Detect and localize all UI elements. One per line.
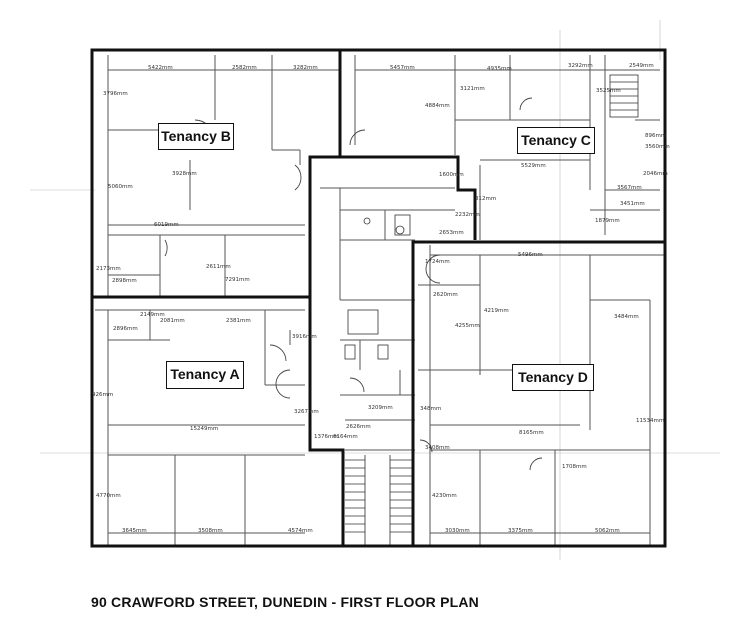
dim-label: 1708mm (562, 464, 587, 470)
dim-label: 926mm (92, 392, 113, 398)
dim-label: 5457mm (390, 65, 415, 71)
dim-label: 15249mm (190, 426, 218, 432)
dim-label: 2626mm (346, 424, 371, 430)
dim-label: 2620mm (433, 292, 458, 298)
dim-label: 6019mm (154, 222, 179, 228)
dim-label: 3209mm (368, 405, 393, 411)
dim-label: 2896mm (113, 326, 138, 332)
dim-label: 3525mm (596, 88, 621, 94)
dim-label: 2381mm (226, 318, 251, 324)
dim-label: 348mm (420, 406, 441, 412)
dim-label: 2582mm (232, 65, 257, 71)
exterior-and-tenancy-walls (90, 48, 667, 548)
dim-label: 2081mm (160, 318, 185, 324)
dim-label: 4884mm (425, 103, 450, 109)
dim-label: 1376mm (314, 434, 339, 440)
dim-label: 3916mm (292, 334, 317, 340)
dim-label: 4255mm (455, 323, 480, 329)
dim-label: 2611mm (206, 264, 231, 270)
dim-label: 3796mm (103, 91, 128, 97)
dim-label: 2898mm (112, 278, 137, 284)
dim-label: 5529mm (521, 163, 546, 169)
dim-label: 4230mm (432, 493, 457, 499)
dim-label: 1600mm (439, 172, 464, 178)
dimension-labels: 5422mm 2582mm 3282mm 3796mm 3928mm 5060m… (92, 63, 670, 534)
dim-label: 312mm (475, 196, 496, 202)
dim-label: 5496mm (518, 252, 543, 258)
dim-label: 2549mm (629, 63, 654, 69)
dim-label: 3121mm (460, 86, 485, 92)
stair-treads (345, 74, 639, 533)
dim-label: 2046mm (643, 171, 668, 177)
dim-label: 3030mm (445, 528, 470, 534)
dim-label: 2149mm (140, 312, 165, 318)
dim-label: 3375mm (508, 528, 533, 534)
dim-label: 4770mm (96, 493, 121, 499)
dim-label: 3560mm (645, 144, 670, 150)
dim-label: 1724mm (425, 259, 450, 265)
dim-label: 3645mm (122, 528, 147, 534)
dim-label: 6164mm (333, 434, 358, 440)
dim-label: 2173mm (96, 266, 121, 272)
dim-label: 3267mm (294, 409, 319, 415)
tenancy-a-label: Tenancy A (166, 361, 244, 389)
dim-label: 2653mm (439, 230, 464, 236)
dim-label: 896mm (645, 133, 666, 139)
dim-label: 4935mm (487, 66, 512, 72)
dim-label: 3928mm (172, 171, 197, 177)
tenancy-d-label: Tenancy D (512, 364, 594, 391)
interior-partitions (95, 55, 665, 545)
door-swings (164, 97, 543, 471)
dim-label: 5062mm (595, 528, 620, 534)
dim-label: 1879mm (595, 218, 620, 224)
dim-label: 5060mm (108, 184, 133, 190)
fixtures (344, 214, 411, 360)
dim-label: 3282mm (293, 65, 318, 71)
dim-label: 3508mm (198, 528, 223, 534)
faint-guide-lines (30, 20, 720, 560)
dim-label: 5422mm (148, 65, 173, 71)
dim-label: 3408mm (425, 445, 450, 451)
plan-caption: 90 CRAWFORD STREET, DUNEDIN - FIRST FLOO… (91, 594, 479, 610)
dim-label: 4219mm (484, 308, 509, 314)
dim-label: 7291mm (225, 277, 250, 283)
tenancy-b-label: Tenancy B (158, 123, 234, 150)
dim-label: 3484mm (614, 314, 639, 320)
dim-label: 4574mm (288, 528, 313, 534)
dim-label: 2232mm (455, 212, 480, 218)
dim-label: 11534mm (636, 418, 664, 424)
dim-label: 3451mm (620, 201, 645, 207)
tenancy-c-label: Tenancy C (517, 127, 595, 154)
dim-label: 3292mm (568, 63, 593, 69)
dim-label: 8165mm (519, 430, 544, 436)
dim-label: 3567mm (617, 185, 642, 191)
